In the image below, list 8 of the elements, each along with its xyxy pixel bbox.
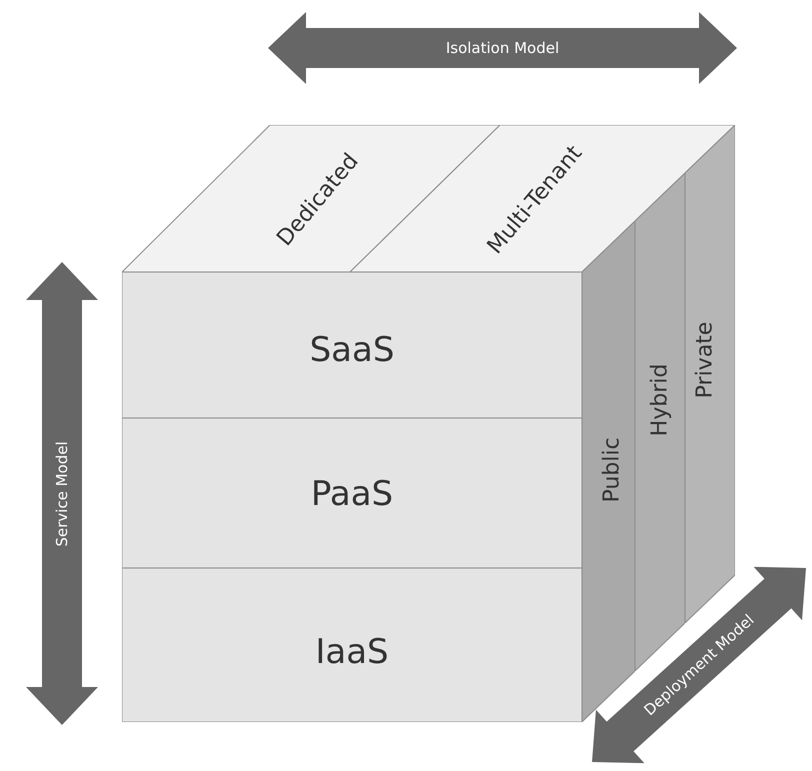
layer-label: SaaS (310, 330, 394, 370)
axis-label: Isolation Model (446, 39, 560, 57)
axis-label: Service Model (53, 440, 71, 546)
layer-label: IaaS (315, 632, 389, 672)
layer-label: Private (692, 322, 718, 398)
layer-label: Hybrid (648, 364, 672, 436)
layer-label: PaaS (310, 474, 394, 514)
layer-label: Public (600, 437, 624, 503)
